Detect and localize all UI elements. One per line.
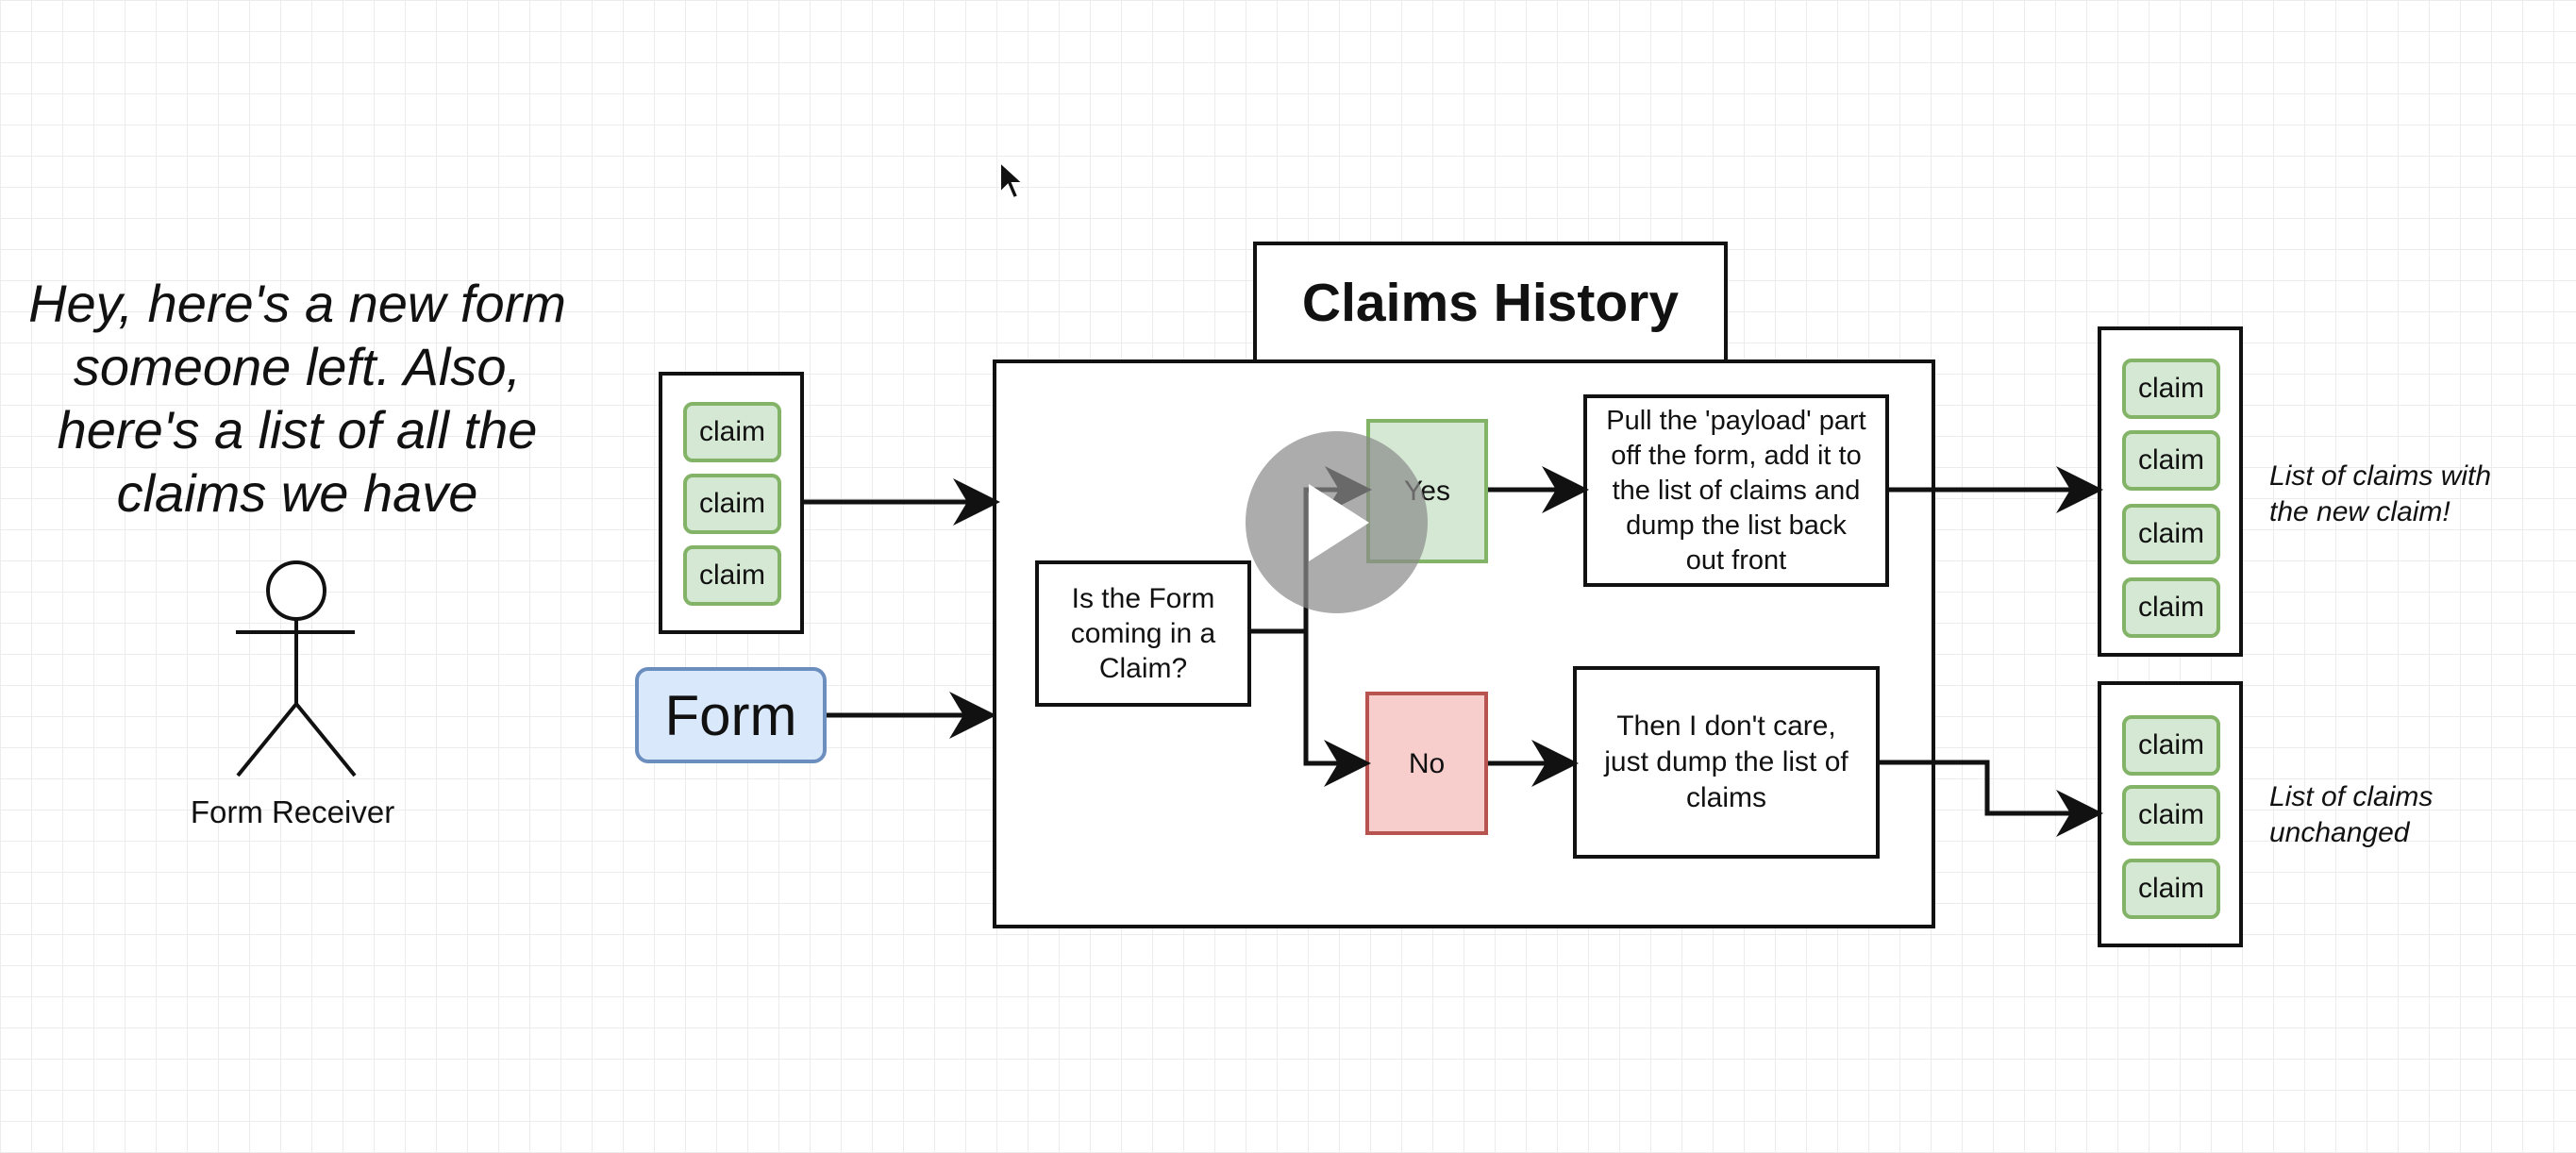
speech-line: someone left. Also, — [73, 337, 522, 396]
form-box: Form — [635, 667, 827, 763]
claim-item: claim — [2122, 859, 2220, 919]
no-action-line: just dump the list of — [1604, 746, 1848, 777]
form-label: Form — [664, 683, 797, 747]
note-unchanged: List of claims unchanged — [2269, 779, 2571, 851]
no-action-line: Then I don't care, — [1616, 710, 1836, 742]
actor-stick-figure-icon — [236, 560, 357, 777]
speech-line: Hey, here's a new form — [28, 274, 566, 333]
claim-item: claim — [683, 545, 781, 606]
note-line: List of claims with — [2269, 460, 2492, 492]
output-claims-list-unchanged: claim claim claim — [2098, 681, 2243, 947]
no-label: No — [1408, 747, 1446, 779]
play-button[interactable] — [1246, 431, 1428, 613]
no-action-box: Then I don't care, just dump the list of… — [1573, 666, 1880, 859]
note-with-new-claim: List of claims with the new claim! — [2269, 459, 2571, 530]
claim-item: claim — [683, 474, 781, 534]
yes-action-line: off the form, add it to — [1611, 440, 1862, 471]
yes-action-line: dump the list back — [1626, 510, 1847, 541]
claim-item: claim — [2122, 577, 2220, 638]
decision-line: coming in a — [1070, 618, 1216, 649]
claim-item: claim — [2122, 504, 2220, 564]
note-line: List of claims — [2269, 781, 2434, 812]
decision-line: Is the Form — [1071, 583, 1215, 614]
speech-line: here's a list of all the — [57, 400, 538, 460]
play-button-icon — [1308, 483, 1369, 561]
decision-line: Claim? — [1098, 653, 1188, 684]
claim-item: claim — [683, 402, 781, 462]
claim-item: claim — [2122, 359, 2220, 419]
yes-action-line: out front — [1685, 544, 1787, 576]
yes-action-line: Pull the 'payload' part — [1606, 405, 1866, 436]
claims-history-title: Claims History — [1301, 272, 1680, 333]
speech-text: Hey, here's a new form someone left. Als… — [9, 272, 585, 525]
yes-action-line: the list of claims and — [1612, 475, 1861, 506]
claim-item: claim — [2122, 785, 2220, 845]
mouse-cursor-icon — [999, 160, 1026, 200]
actor-label: Form Receiver — [190, 794, 395, 829]
no-box: No — [1365, 692, 1488, 835]
note-line: the new claim! — [2269, 496, 2451, 527]
arrow-decision-to-no — [1303, 631, 1371, 787]
claim-item: claim — [2122, 715, 2220, 776]
claim-item: claim — [2122, 430, 2220, 491]
arrow-no-action-to-output — [1880, 760, 2103, 837]
note-line: unchanged — [2269, 817, 2410, 848]
speech-line: claims we have — [116, 463, 478, 523]
yes-action-box: Pull the 'payload' part off the form, ad… — [1583, 394, 1889, 587]
input-claims-list: claim claim claim — [659, 372, 804, 634]
decision-box: Is the Form coming in a Claim? — [1035, 560, 1251, 707]
no-action-line: claims — [1685, 782, 1766, 813]
